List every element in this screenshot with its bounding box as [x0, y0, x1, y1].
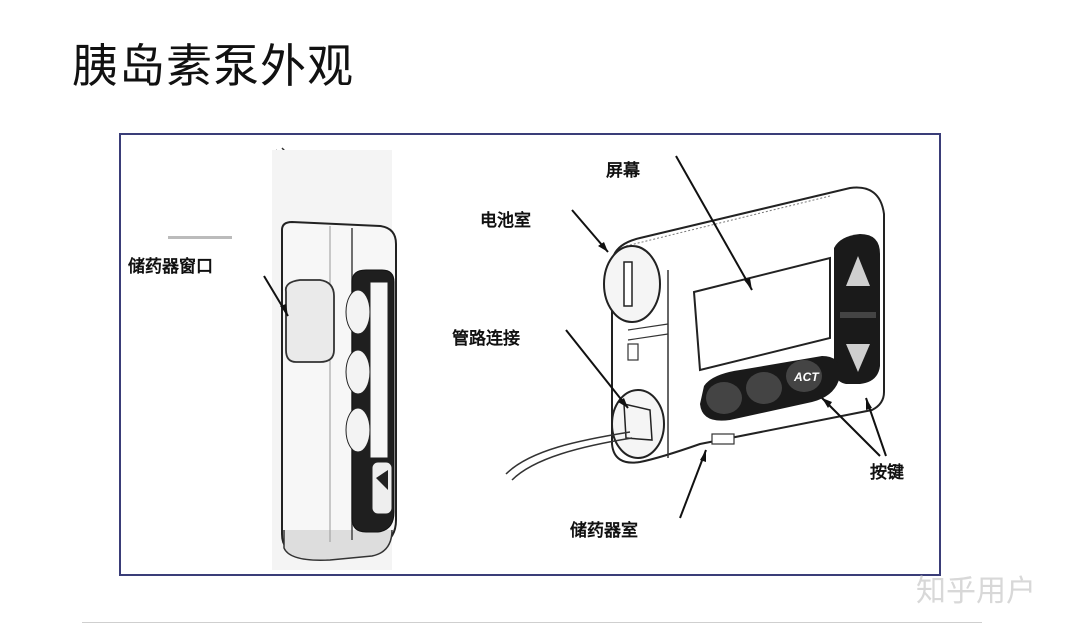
leader-tubing	[565, 329, 629, 409]
pump-front-view	[505, 186, 885, 481]
leader-screen	[675, 155, 753, 291]
watermark: 知乎用户	[916, 574, 1036, 609]
label-tubing-connection: 管路连接	[452, 328, 520, 349]
act-button-mark: ACT	[793, 370, 820, 384]
label-screen: 屏幕	[606, 160, 641, 181]
leader-buttons-1	[821, 397, 881, 457]
leader-reservoir-compartment	[679, 449, 707, 519]
label-buttons: 按键	[870, 462, 904, 483]
page-title: 胰岛素泵外观	[72, 39, 354, 93]
footer-divider	[82, 622, 982, 623]
label-battery-compartment: 电池室	[480, 210, 531, 231]
label-reservoir-window: 储药器窗口	[128, 256, 213, 277]
pump-side-view	[168, 147, 397, 570]
label-reservoir-compartment: 储药器室	[570, 520, 638, 541]
